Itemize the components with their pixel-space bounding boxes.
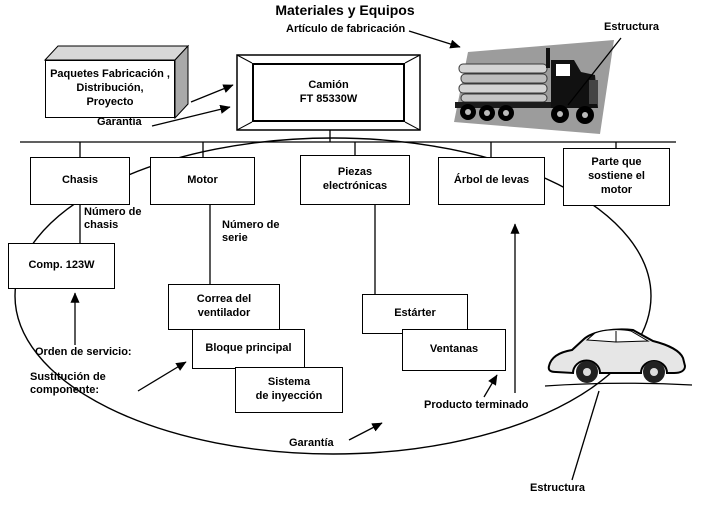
paquetes-box-top-face [43,45,190,61]
label-garantia-top: Garantía [97,116,142,128]
label-garantia-bottom: Garantía [289,437,334,449]
diagram-title: Materiales y Equipos [275,2,415,18]
label-articulo-fabricacion: Artículo de fabricación [286,23,406,35]
label-estructura-top: Estructura [604,21,660,33]
arrow-producto-to-ventanas [483,374,498,398]
box-comp-123w: Comp. 123W [8,243,115,289]
camion-frame-miters [236,54,421,131]
label-producto-terminado: Producto terminado [424,399,529,411]
label-numero-chasis: Número de chasis [84,206,142,232]
arrow-sustitucion-to-bloque [137,361,187,392]
arrow-garantia-bottom [348,422,383,441]
box-arbol-de-levas: Árbol de levas [438,157,545,205]
label-numero-serie: Número de serie [222,219,280,245]
paquetes-box-side-face [174,44,189,120]
arrow-articulo-to-truck [408,30,461,49]
truck-image [454,40,614,134]
lifecycle-ellipse [14,137,652,455]
line-estructura-bottom-to-car [571,390,600,481]
arrow-garantia-to-camion [151,104,231,127]
box-paquetes: Paquetes Fabricación , Distribución, Pro… [45,60,175,118]
label-orden-servicio: Orden de servicio: [35,346,132,358]
box-piezas-electronicas: Piezas electrónicas [300,155,410,205]
box-sistema-inyeccion: Sistema de inyección [235,367,343,413]
box-camion: Camión FT 85330W [252,63,405,122]
car-image [544,328,693,387]
box-bloque-principal: Bloque principal [192,329,305,369]
box-estarter: Estárter [362,294,468,334]
box-parte-sostiene-motor: Parte que sostiene el motor [563,148,670,206]
box-chasis: Chasis [30,157,130,205]
arrow-paquetes-to-camion [190,84,234,103]
label-estructura-bottom: Estructura [530,482,586,494]
line-estructura-top-to-truck [567,37,622,106]
box-ventanas: Ventanas [402,329,506,371]
box-motor: Motor [150,157,255,205]
label-sustitucion-componente: Sustitución de componente: [30,371,106,397]
box-correa-ventilador: Correa del ventilador [168,284,280,330]
hierarchy-connectors [20,130,676,294]
